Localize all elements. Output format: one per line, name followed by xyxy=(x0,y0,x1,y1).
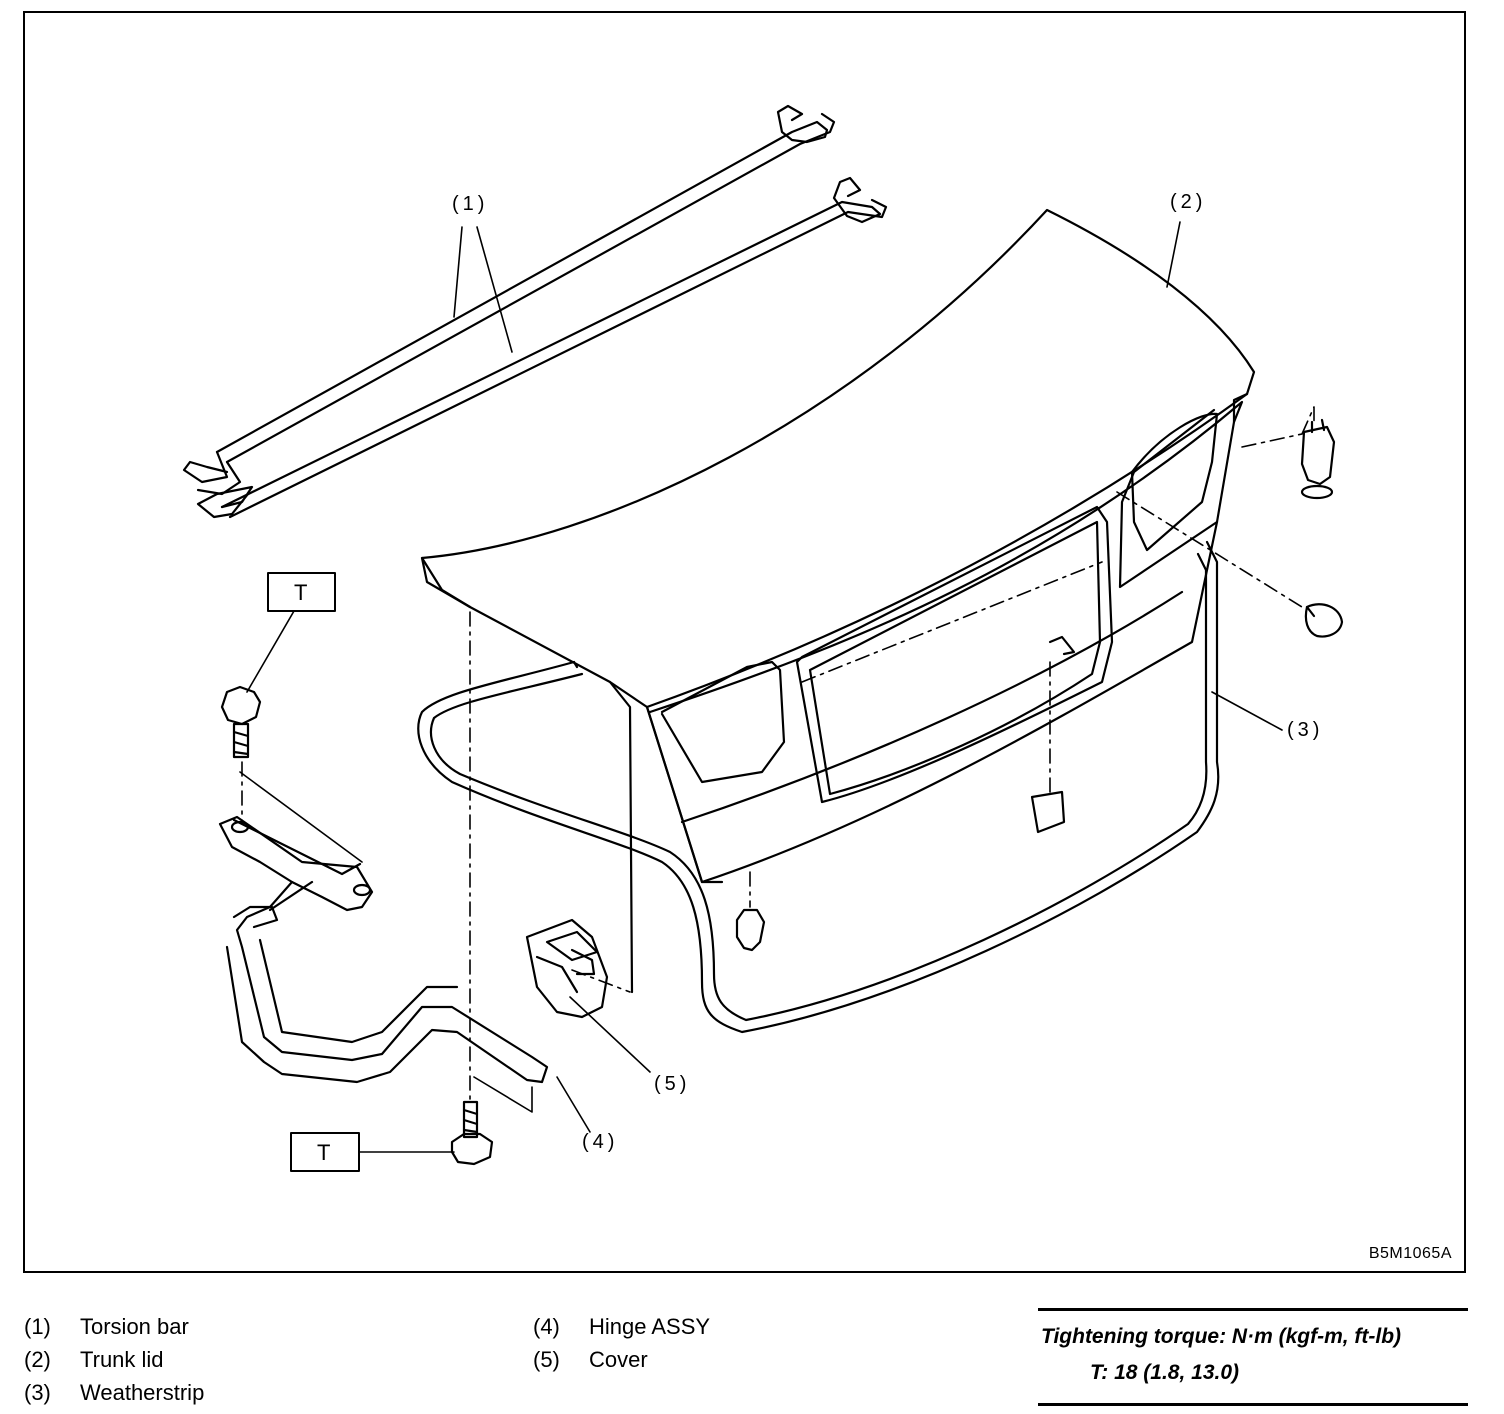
hinge-assy xyxy=(218,815,549,1084)
legend-name: Trunk lid xyxy=(80,1347,164,1372)
legend-right: (4) Hinge ASSY (5) Cover xyxy=(533,1310,710,1376)
weatherstrip xyxy=(417,540,1220,1034)
callout-2: (2) xyxy=(1170,191,1206,213)
hinge-bolt-upper xyxy=(220,685,262,759)
leader-5 xyxy=(569,996,651,1073)
legend-name: Hinge ASSY xyxy=(589,1314,711,1339)
torque-mark-upper xyxy=(246,572,336,693)
lid-stopper xyxy=(1300,418,1336,500)
legend-number: (3) xyxy=(24,1380,51,1405)
torque-mark-label-upper: T xyxy=(294,580,307,605)
leader-1b xyxy=(476,226,513,353)
striker-bracket xyxy=(1030,635,1076,834)
legend-item: (4) Hinge ASSY xyxy=(533,1310,710,1343)
callout-4: (4) xyxy=(582,1131,618,1153)
legend-number: (5) xyxy=(533,1347,560,1372)
legend-name: Cover xyxy=(589,1347,648,1372)
legend-left: (1) Torsion bar (2) Trunk lid (3) Weathe… xyxy=(24,1310,204,1409)
torque-specification: Tightening torque: N·m (kgf-m, ft-lb) T:… xyxy=(1038,1308,1468,1406)
figure-code: B5M1065A xyxy=(1368,1245,1452,1262)
legend-item: (2) Trunk lid xyxy=(24,1343,204,1376)
trunk-lid-exploded-view: (1) (2) (3) (4) (5) T T xyxy=(182,104,1344,1172)
hinge-cover xyxy=(525,918,609,1019)
lower-stopper xyxy=(735,908,766,952)
legend-item: (1) Torsion bar xyxy=(24,1310,204,1343)
torsion-bar-rear xyxy=(182,104,836,496)
torque-mark-label-lower: T xyxy=(317,1140,330,1165)
legend-name: Weatherstrip xyxy=(80,1380,205,1405)
torque-value: T: 18 (1.8, 13.0) xyxy=(1090,1361,1240,1384)
legend-number: (1) xyxy=(24,1314,51,1339)
trunk-lid xyxy=(420,208,1256,994)
legend-name: Torsion bar xyxy=(80,1314,189,1339)
callout-3: (3) xyxy=(1287,719,1323,741)
legend-number: (2) xyxy=(24,1347,51,1372)
callout-5: (5) xyxy=(654,1073,690,1095)
grommet-clip xyxy=(1304,603,1344,638)
torsion-bar-front xyxy=(196,176,888,519)
hinge-bolt-lower xyxy=(450,1100,494,1166)
leader-4 xyxy=(556,1076,591,1133)
torque-mark-lower xyxy=(290,1132,455,1172)
legend-item: (3) Weatherstrip xyxy=(24,1376,204,1409)
callout-1: (1) xyxy=(452,193,488,215)
torque-title: Tightening torque: N·m (kgf-m, ft-lb) xyxy=(1041,1325,1402,1348)
leader-3 xyxy=(1211,691,1283,731)
legend-number: (4) xyxy=(533,1314,560,1339)
leader-2 xyxy=(1166,221,1181,288)
exploded-diagram-frame: (1) (2) (3) (4) (5) T T B5M1065A xyxy=(23,11,1466,1273)
leader-1a xyxy=(453,226,463,318)
legend-item: (5) Cover xyxy=(533,1343,710,1376)
